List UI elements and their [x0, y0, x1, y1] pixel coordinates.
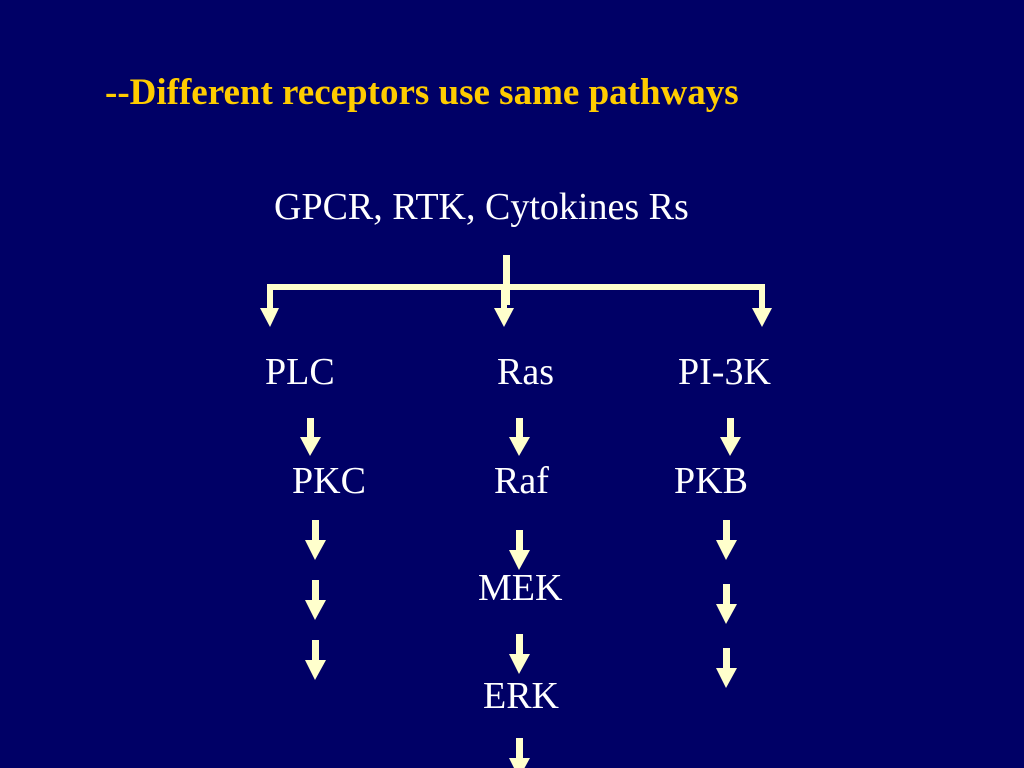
- arrow-pkc-3-shaft: [312, 640, 319, 663]
- bracket-center-drop: [501, 284, 507, 310]
- arrow-pkc-1-shaft: [312, 520, 319, 543]
- arrow-plc-pkc-head: [300, 437, 321, 456]
- arrow-pkb-1-head: [716, 540, 737, 560]
- node-pkb: PKB: [674, 460, 748, 502]
- arrow-pkc-1-head: [305, 540, 326, 560]
- arrow-plc-pkc-shaft: [307, 418, 314, 439]
- node-pi3k: PI-3K: [678, 351, 771, 393]
- arrow-ras-raf-shaft: [516, 418, 523, 439]
- arrow-pkb-2-shaft: [723, 584, 730, 607]
- arrow-mek-erk-head: [509, 654, 530, 674]
- arrow-erk-down-shaft: [516, 738, 523, 761]
- arrow-pkc-3-head: [305, 660, 326, 680]
- arrow-pi3k-pkb-head: [720, 437, 741, 456]
- node-raf: Raf: [494, 460, 549, 502]
- arrow-mek-erk-shaft: [516, 634, 523, 657]
- arrow-raf-mek-head: [509, 550, 530, 570]
- arrow-pkb-2-head: [716, 604, 737, 624]
- bracket-left-drop: [267, 284, 273, 310]
- receptors-label: GPCR, RTK, Cytokines Rs: [274, 186, 689, 228]
- arrow-ras-raf-head: [509, 437, 530, 456]
- node-mek: MEK: [478, 567, 563, 609]
- bracket-right-arrowhead: [752, 308, 772, 327]
- bracket-right-drop: [759, 284, 765, 310]
- node-erk: ERK: [483, 675, 559, 717]
- slide-title: --Different receptors use same pathways: [105, 72, 739, 113]
- arrow-erk-down-head: [509, 758, 530, 768]
- arrow-pkc-2-shaft: [312, 580, 319, 603]
- bracket-bar: [269, 284, 763, 290]
- arrow-pi3k-pkb-shaft: [727, 418, 734, 439]
- arrow-raf-mek-shaft: [516, 530, 523, 553]
- bracket-left-arrowhead: [260, 308, 279, 327]
- node-plc: PLC: [265, 351, 335, 393]
- node-ras: Ras: [497, 351, 554, 393]
- arrow-pkb-3-shaft: [723, 648, 730, 671]
- bracket-stem: [503, 255, 510, 305]
- arrow-pkb-1-shaft: [723, 520, 730, 543]
- arrow-pkc-2-head: [305, 600, 326, 620]
- bracket-center-arrowhead: [494, 308, 514, 327]
- arrow-pkb-3-head: [716, 668, 737, 688]
- node-pkc: PKC: [292, 460, 366, 502]
